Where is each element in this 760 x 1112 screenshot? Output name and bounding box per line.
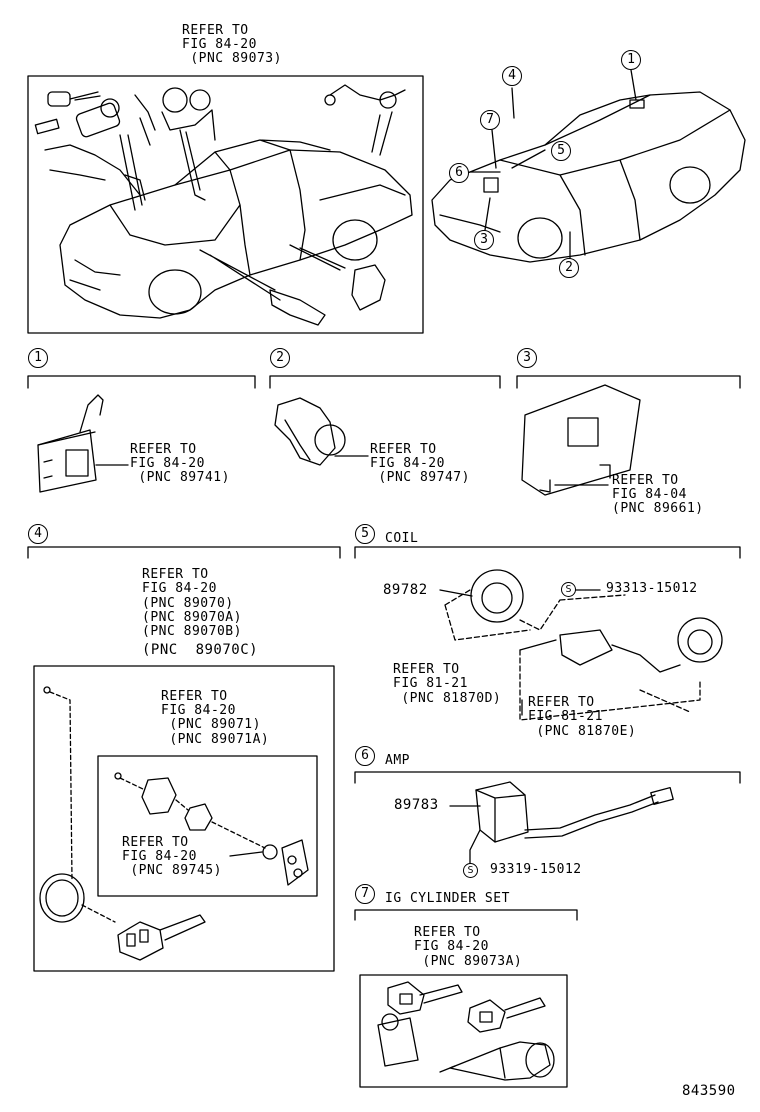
section2-ref-line-1: REFER TO [370, 442, 437, 457]
overview-frame-left [27, 75, 424, 334]
section5-ref-a-2: FIG 81-21 [393, 676, 468, 691]
section4-outer-ref-1: REFER TO [142, 567, 209, 582]
section4-inner-box [97, 755, 318, 897]
part-number-screw-amp: 93319-15012 [490, 862, 582, 877]
section5-ref-a-1: REFER TO [393, 662, 460, 677]
top-ref-line-2: FIG 84-20 [182, 37, 257, 52]
callout-7: 7 [480, 110, 500, 130]
callout-3: 3 [474, 230, 494, 250]
section4-key-ref-3: (PNC 89745) [122, 863, 222, 878]
section7-ref-line-1: REFER TO [414, 925, 481, 940]
callout-6: 6 [449, 163, 469, 183]
section1-number: 1 [28, 348, 48, 368]
car-body-left [59, 149, 413, 319]
section1-ref-line-1: REFER TO [130, 442, 197, 457]
part-number-coil: 89782 [383, 582, 428, 598]
callout-1: 1 [621, 50, 641, 70]
section5-title: COIL [385, 531, 419, 546]
section4-inner-ref-1: REFER TO [161, 689, 228, 704]
section4-outer-ref-4: (PNC 89070A) [142, 610, 242, 625]
section2-ref-line-3: (PNC 89747) [370, 470, 470, 485]
section4-divider [27, 546, 341, 559]
screw-symbol-coil: S [561, 582, 576, 597]
section2-ref-line-2: FIG 84-20 [370, 456, 445, 471]
section3-number: 3 [517, 348, 537, 368]
section6-divider [354, 771, 741, 784]
callout-2: 2 [559, 258, 579, 278]
callout-5: 5 [551, 141, 571, 161]
section7-box [359, 974, 568, 1088]
part-number-screw-coil: 93313-15012 [606, 581, 698, 596]
section7-ref-line-3: (PNC 89073A) [414, 954, 523, 969]
section4-outer-box [33, 665, 335, 972]
section1-ref-line-3: (PNC 89741) [130, 470, 230, 485]
section7-title: IG CYLINDER SET [385, 891, 510, 906]
section6-title: AMP [385, 753, 410, 768]
section6-number: 6 [355, 746, 375, 766]
section5-ref-b-2: FIG 81-21 [528, 709, 603, 724]
section7-divider [354, 909, 578, 921]
section4-number: 4 [28, 524, 48, 544]
section4-inner-ref-4: (PNC 89071A) [161, 732, 270, 747]
section5-number: 5 [355, 524, 375, 544]
section1-divider [27, 375, 256, 389]
section7-ref-line-2: FIG 84-20 [414, 939, 489, 954]
section4-outer-ref-2: FIG 84-20 [142, 581, 217, 596]
section3-ref-line-3: (PNC 89661) [612, 501, 704, 516]
section4-outer-ref-5: (PNC 89070B) [142, 624, 242, 639]
section1-ref-line-2: FIG 84-20 [130, 456, 205, 471]
top-ref-line-1: REFER TO [182, 23, 249, 38]
section5-ref-b-1: REFER TO [528, 695, 595, 710]
section5-ref-a-3: (PNC 81870D) [393, 691, 502, 706]
callout-4: 4 [502, 66, 522, 86]
section3-divider [516, 375, 741, 389]
section2-number: 2 [270, 348, 290, 368]
section7-number: 7 [355, 884, 375, 904]
top-ref-line-3: (PNC 89073) [182, 51, 282, 66]
screw-symbol-amp: S [463, 863, 478, 878]
section4-outer-ref-3: (PNC 89070) [142, 596, 234, 611]
part-number-amp: 89783 [394, 797, 439, 813]
section2-divider [269, 375, 501, 389]
section5-ref-b-3: (PNC 81870E) [528, 724, 637, 739]
section4-outer-ref-6: (PNC 89070C) [142, 642, 259, 658]
section3-ref-line-2: FIG 84-04 [612, 487, 687, 502]
section4-inner-ref-2: FIG 84-20 [161, 703, 236, 718]
section5-divider [354, 546, 741, 559]
section3-ref-line-1: REFER TO [612, 473, 679, 488]
figure-number: 843590 [682, 1083, 736, 1099]
section4-inner-ref-3: (PNC 89071) [161, 717, 261, 732]
section4-key-ref-1: REFER TO [122, 835, 189, 850]
section4-key-ref-2: FIG 84-20 [122, 849, 197, 864]
